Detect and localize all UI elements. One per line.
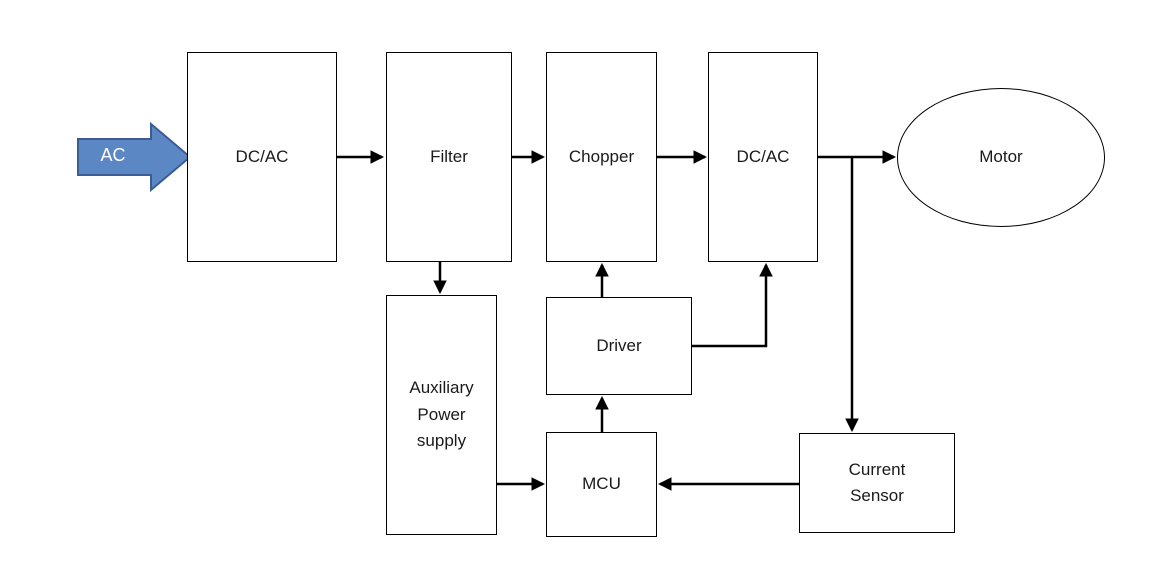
ac-input-arrow: [77, 121, 192, 193]
node-dcac-inverter: DC/AC: [708, 52, 818, 262]
node-auxiliary-power-supply: Auxiliary Power supply: [386, 295, 497, 535]
node-motor: Motor: [897, 88, 1105, 227]
ac-input-label: AC: [100, 145, 126, 165]
node-current-sensor: Current Sensor: [799, 433, 955, 533]
node-mcu: MCU: [546, 432, 657, 537]
node-dcac-rectifier: DC/AC: [187, 52, 337, 262]
node-driver: Driver: [546, 297, 692, 395]
connector-driver-to-dcac2: [692, 262, 773, 348]
node-filter: Filter: [386, 52, 512, 262]
node-chopper: Chopper: [546, 52, 657, 262]
